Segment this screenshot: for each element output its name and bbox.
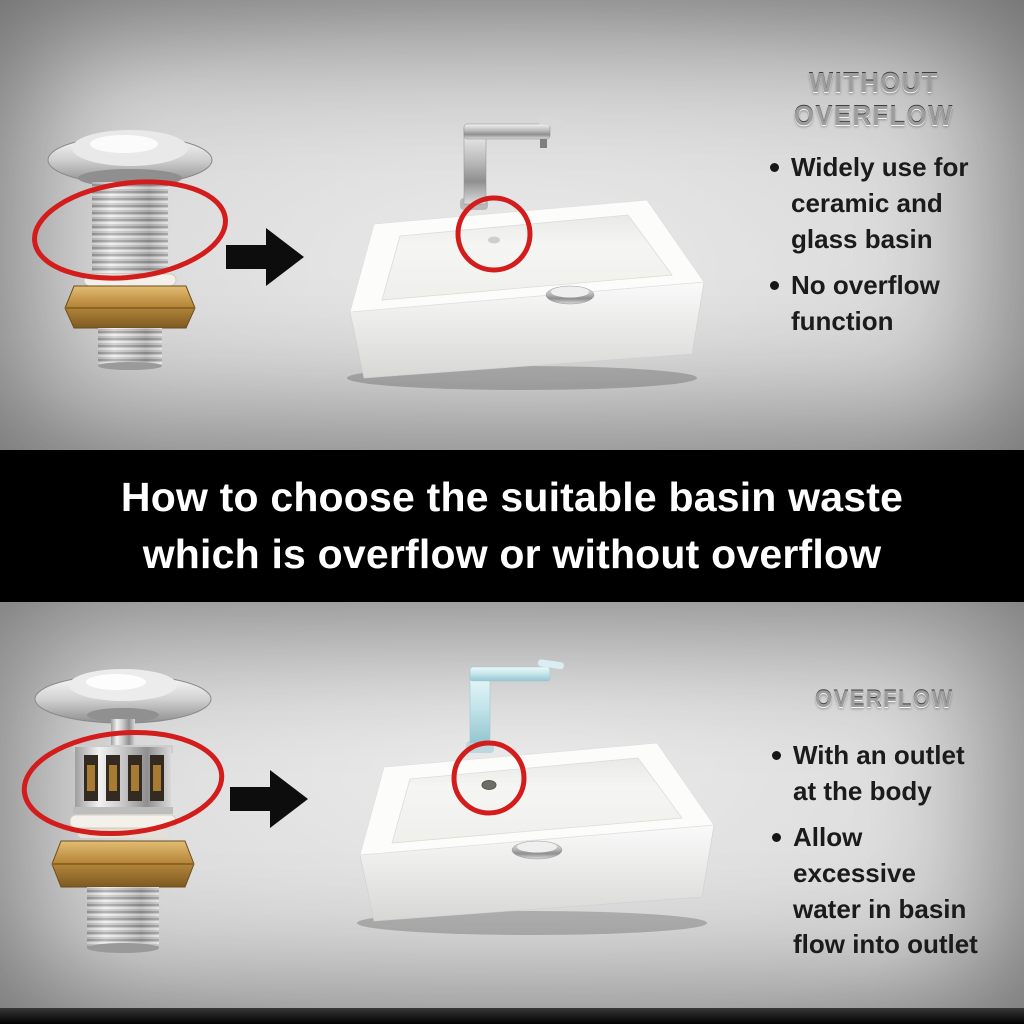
basin-waste-overflow-photo — [18, 655, 228, 960]
badge-line-1: OVERFLOW — [815, 686, 954, 713]
basin-without-overflow-photo — [312, 112, 712, 397]
bullet-dot-icon — [770, 163, 779, 172]
without-overflow-bullet-list: Widely use for ceramic and glass basin N… — [770, 150, 985, 349]
red-highlight-circle — [451, 740, 527, 816]
red-highlight-circle — [21, 729, 225, 837]
overflow-outlet-hole — [481, 780, 497, 790]
overflow-cage-slots — [84, 755, 164, 801]
title-banner: How to choose the suitable basin waste w… — [0, 450, 1024, 602]
bullet-item: No overflow function — [770, 268, 985, 340]
bullet-text: With an outlet at the body — [793, 740, 965, 806]
red-highlight-circle — [455, 195, 533, 273]
bullet-dot-icon — [772, 751, 781, 760]
basin-waste-without-overflow-photo — [28, 110, 233, 370]
arrow-right-icon — [230, 770, 308, 828]
bullet-item: Allow excessive water in basin flow into… — [772, 820, 987, 964]
bullet-item: With an outlet at the body — [772, 738, 987, 810]
bullet-dot-icon — [770, 280, 779, 290]
badge-line-1: WITHOUT — [809, 67, 939, 98]
banner-line-2: which is overflow or without overflow — [142, 531, 882, 577]
bottom-dark-strip — [0, 1008, 1024, 1024]
popup-cap — [545, 285, 595, 305]
overflow-bullet-list: With an outlet at the body Allow excessi… — [772, 738, 987, 973]
popup-cap — [511, 840, 563, 860]
bullet-text: Allow excessive water in basin flow into… — [793, 821, 978, 960]
faucet — [466, 659, 564, 753]
arrow-right-icon — [226, 228, 304, 286]
bullet-dot-icon — [772, 832, 781, 842]
bullet-text: Widely use for ceramic and glass basin — [791, 152, 969, 254]
basin-with-overflow-photo — [322, 645, 722, 945]
bullet-text: No overflow function — [791, 269, 940, 336]
bullet-item: Widely use for ceramic and glass basin — [770, 150, 985, 258]
badge-overflow: OVERFLOW — [815, 686, 954, 714]
badge-without-overflow: WITHOUT OVERFLOW — [794, 66, 954, 132]
banner-line-1: How to choose the suitable basin waste — [120, 473, 904, 520]
badge-line-2: OVERFLOW — [794, 100, 954, 132]
red-highlight-circle — [32, 179, 228, 281]
chrome-faucet — [460, 116, 566, 210]
